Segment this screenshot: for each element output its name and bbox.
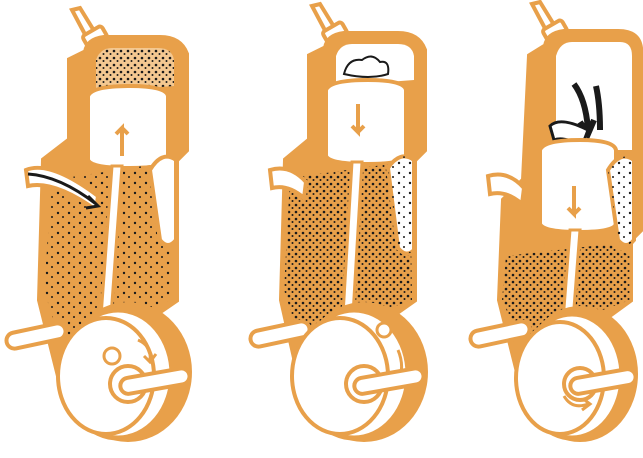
engine-panel-3 (469, 2, 640, 442)
engine-panel-2 (249, 4, 428, 442)
engine-panel-1 (5, 8, 192, 442)
piston (540, 140, 616, 232)
piston (326, 80, 406, 164)
piston (88, 86, 168, 168)
